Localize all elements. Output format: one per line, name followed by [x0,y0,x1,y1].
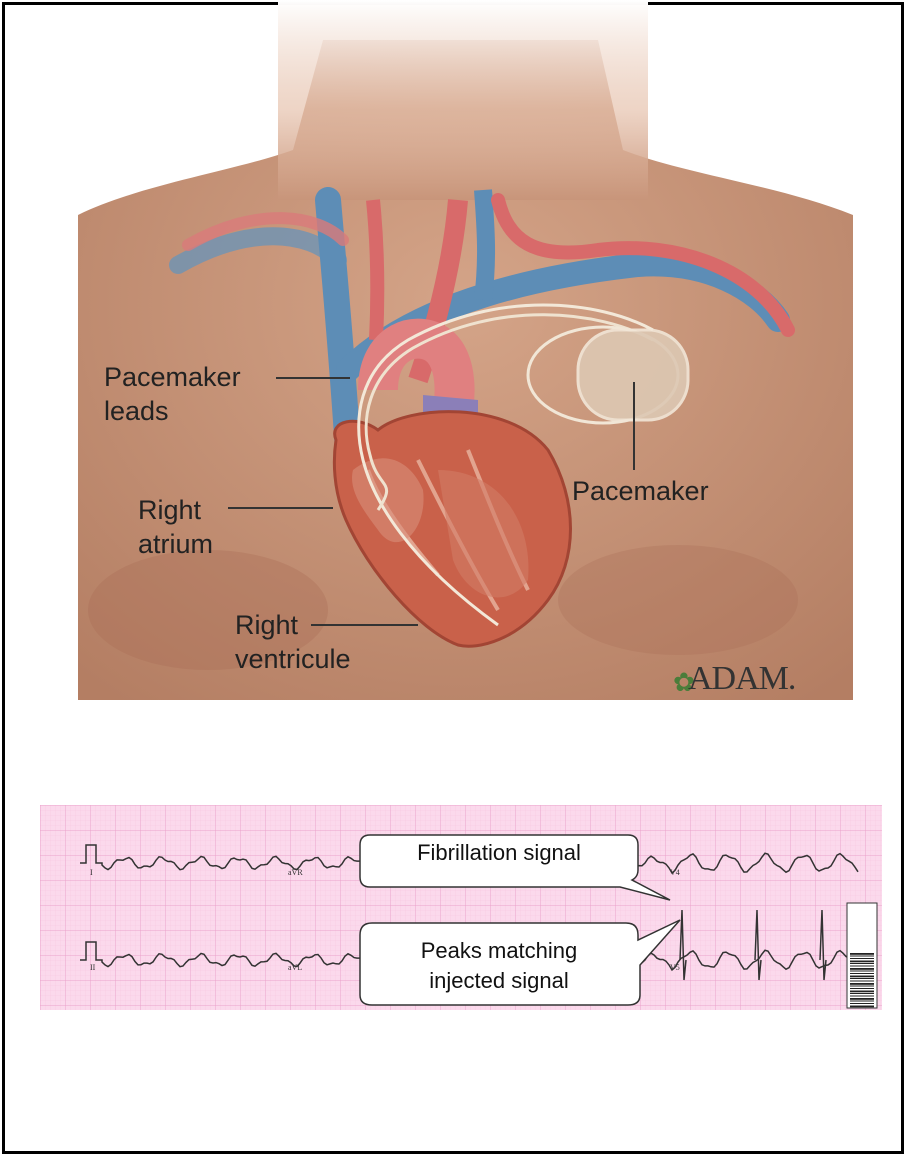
label-right-atrium: Right atrium [138,493,213,561]
callout-peaks-text: Peaks matching injected signal [360,936,638,996]
pacemaker-anatomy-illustration [78,0,853,700]
barcode-stripe [850,998,874,1000]
barcode-stripe [850,973,874,974]
barcode-stripe [850,971,874,972]
barcode-stripe [850,991,874,993]
barcode-stripe [850,961,874,963]
barcode-stripe [850,983,874,985]
lead-label-I: I [90,868,93,877]
lead-label-aVR: aVR [288,868,303,877]
barcode-stripe [850,956,874,957]
barcode-stripe [850,1003,874,1004]
barcode-stripe [850,953,874,955]
lead-label-aVL: aVL [288,963,302,972]
lead-label-II: II [90,963,96,972]
lead-label-V5: V5 [670,963,680,972]
callout-fibrillation-text: Fibrillation signal [360,838,638,868]
lead-label-V4: V4 [670,868,680,877]
barcode-stripe [850,1006,874,1008]
neck-fade [278,0,648,200]
barcode-stripe [850,981,874,982]
barcode-stripe [850,976,874,978]
adam-logo: ADAM. [688,660,795,698]
barcode-stripe [850,958,874,959]
barcode-stripe [850,968,874,970]
label-pacemaker-leads: Pacemaker leads [104,360,241,428]
barcode-stripe [850,963,874,964]
barcode-stripe [850,988,874,989]
label-pacemaker: Pacemaker [572,474,709,508]
barcode-stripe [850,986,874,987]
barcode-stripe [850,1001,874,1002]
barcode-stripe [850,993,874,994]
barcode-stripe [850,966,874,967]
label-right-ventricle: Right ventricule [235,608,351,676]
barcode-stripe [850,978,874,979]
barcode-stripe [850,996,874,997]
